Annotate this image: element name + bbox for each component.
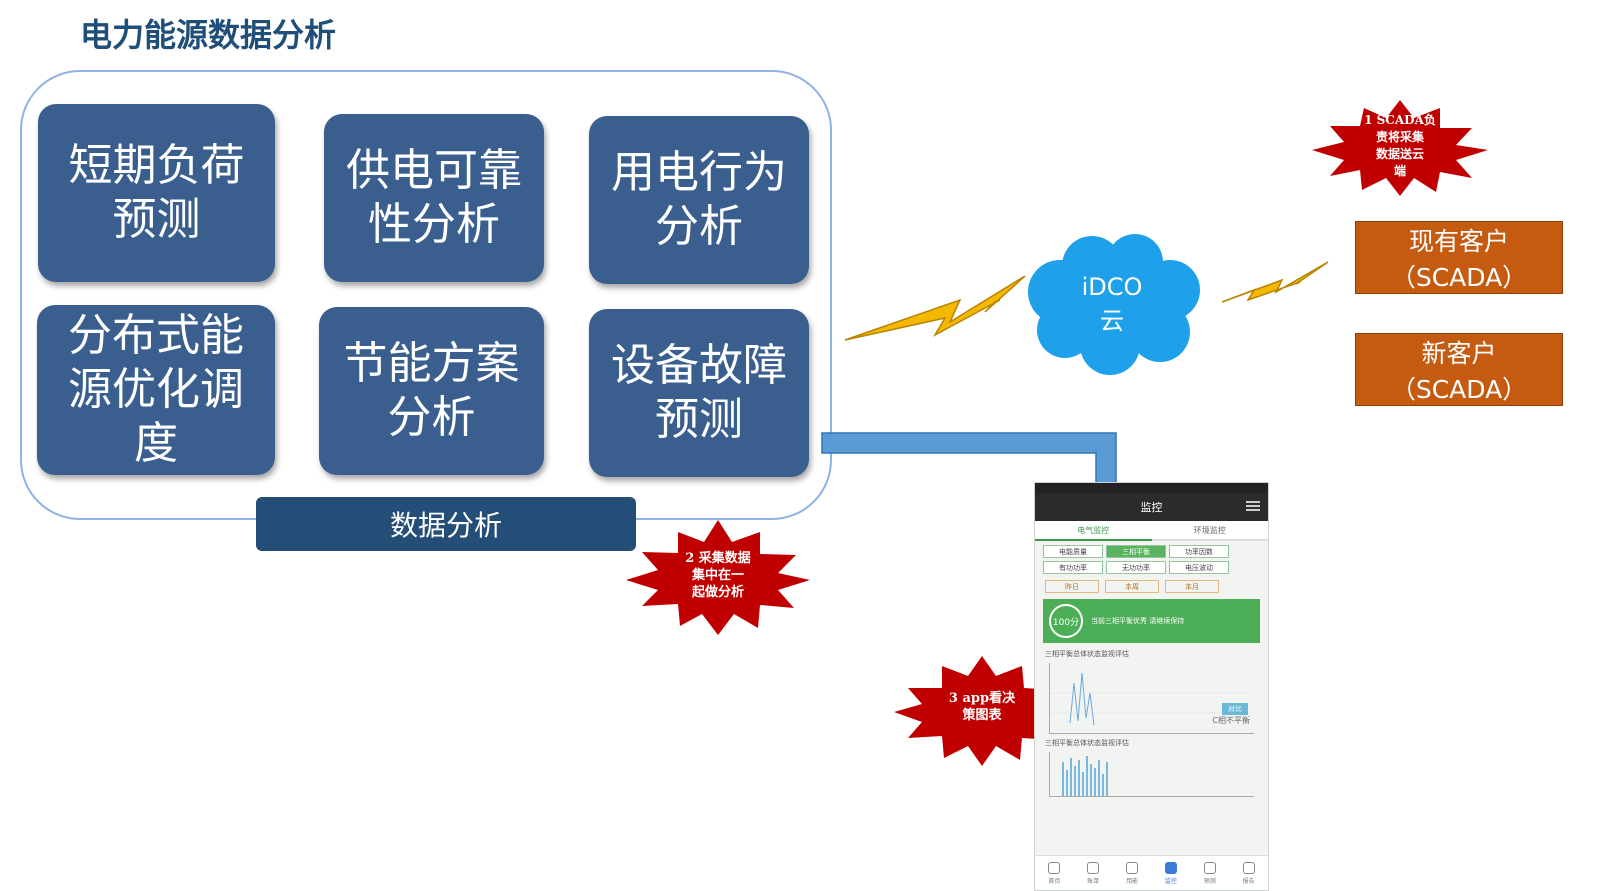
phone-app-screenshot: 监控 电气监控 环境监控 电能质量 三相平衡 功率因数 有功功率 无功功率 电压… bbox=[1034, 482, 1269, 891]
phone-chip-grid: 电能质量 三相平衡 功率因数 有功功率 无功功率 电压波动 bbox=[1035, 541, 1268, 578]
phone-bottom-nav: 首页 账单 用能 监控 预测 报告 bbox=[1035, 855, 1268, 890]
nav-home[interactable]: 首页 bbox=[1035, 856, 1074, 890]
chip-reactive-power[interactable]: 无功功率 bbox=[1106, 561, 1166, 574]
cloud-label: iDCO 云 bbox=[1081, 273, 1143, 335]
phone-tabs: 电气监控 环境监控 bbox=[1035, 521, 1268, 541]
nav-bill[interactable]: 账单 bbox=[1074, 856, 1113, 890]
period-button-day[interactable]: 昨日 bbox=[1045, 580, 1099, 593]
tile-short-term-load[interactable]: 短期负荷 预测 bbox=[38, 104, 275, 282]
nav-label: 监控 bbox=[1164, 877, 1177, 885]
chip-three-phase[interactable]: 三相平衡 bbox=[1106, 545, 1166, 558]
tile-distributed-energy[interactable]: 分布式能 源优化调 度 bbox=[37, 305, 275, 475]
tile-energy-saving[interactable]: 节能方案 分析 bbox=[319, 307, 544, 475]
nav-report[interactable]: 报告 bbox=[1229, 856, 1268, 890]
nav-forecast[interactable]: 预测 bbox=[1190, 856, 1229, 890]
callout-text-1: 1 SCADA负 责将采集 数据送云 端 bbox=[1364, 113, 1436, 178]
callout-text-3: 3 app看决 策图表 bbox=[948, 691, 1016, 723]
period-button-week[interactable]: 本周 bbox=[1105, 580, 1159, 593]
callout-text-2: 2 采集数据 集中在一 起做分析 bbox=[685, 551, 751, 600]
chip-voltage-fluctuation[interactable]: 电压波动 bbox=[1169, 561, 1229, 574]
nav-label: 账单 bbox=[1087, 877, 1100, 885]
phone-line-chart: 对比 C相不平衡 bbox=[1049, 663, 1254, 734]
monitor-icon bbox=[1164, 861, 1177, 874]
nav-energy[interactable]: 用能 bbox=[1113, 856, 1152, 890]
tile-equipment-fault[interactable]: 设备故障 预测 bbox=[589, 309, 809, 477]
phone-status-bar bbox=[1035, 483, 1268, 493]
new-customer-box: 新客户 （SCADA） bbox=[1355, 333, 1563, 406]
nav-label: 用能 bbox=[1126, 877, 1139, 885]
phone-title-bar: 监控 bbox=[1035, 493, 1268, 521]
lightning-bolt-icon bbox=[1221, 261, 1329, 303]
chip-power-factor[interactable]: 功率因数 bbox=[1169, 545, 1229, 558]
nav-label: 首页 bbox=[1048, 877, 1061, 885]
score-ring: 100分 bbox=[1049, 604, 1083, 638]
energy-icon bbox=[1126, 861, 1139, 874]
page-title: 电力能源数据分析 bbox=[80, 16, 337, 54]
compare-tag[interactable]: 对比 bbox=[1222, 703, 1248, 715]
menu-icon[interactable] bbox=[1246, 501, 1260, 511]
callout-star-2 bbox=[626, 520, 810, 635]
report-icon bbox=[1242, 861, 1255, 874]
home-icon bbox=[1048, 861, 1061, 874]
compare-tag-text: C相不平衡 bbox=[1212, 716, 1250, 725]
section-title-1: 三相平衡总体状态监视评估 bbox=[1045, 650, 1129, 658]
data-analysis-label: 数据分析 bbox=[256, 497, 636, 551]
chip-active-power[interactable]: 有功功率 bbox=[1043, 561, 1103, 574]
phone-title: 监控 bbox=[1140, 501, 1163, 514]
phone-bar-chart bbox=[1049, 752, 1254, 797]
callout-star-1 bbox=[1312, 100, 1488, 196]
chart-bars bbox=[1062, 756, 1108, 796]
nav-label: 预测 bbox=[1203, 877, 1216, 885]
chip-power-quality[interactable]: 电能质量 bbox=[1043, 545, 1103, 558]
tab-electrical[interactable]: 电气监控 bbox=[1035, 521, 1152, 541]
period-button-month[interactable]: 本月 bbox=[1165, 580, 1219, 593]
phone-period-buttons: 昨日 本周 本月 bbox=[1035, 578, 1268, 595]
existing-customer-box: 现有客户 （SCADA） bbox=[1355, 221, 1563, 294]
callout-star-3 bbox=[894, 656, 1068, 766]
tab-environment[interactable]: 环境监控 bbox=[1151, 521, 1268, 541]
nav-monitor[interactable]: 监控 bbox=[1151, 856, 1190, 890]
cloud-icon bbox=[1028, 234, 1200, 375]
chart-lines bbox=[1050, 672, 1250, 726]
score-text: 当前三相平衡优秀 请继续保持 bbox=[1091, 617, 1185, 625]
phone-score-banner: 100分 当前三相平衡优秀 请继续保持 bbox=[1043, 599, 1260, 643]
bill-icon bbox=[1087, 861, 1100, 874]
lightning-bolt-icon bbox=[844, 275, 1026, 341]
tile-supply-reliability[interactable]: 供电可靠 性分析 bbox=[324, 114, 544, 282]
nav-label: 报告 bbox=[1242, 877, 1255, 885]
tile-usage-behavior[interactable]: 用电行为 分析 bbox=[589, 116, 809, 284]
section-title-2: 三相平衡总体状态监视评估 bbox=[1045, 739, 1129, 747]
clock-icon bbox=[1203, 861, 1216, 874]
